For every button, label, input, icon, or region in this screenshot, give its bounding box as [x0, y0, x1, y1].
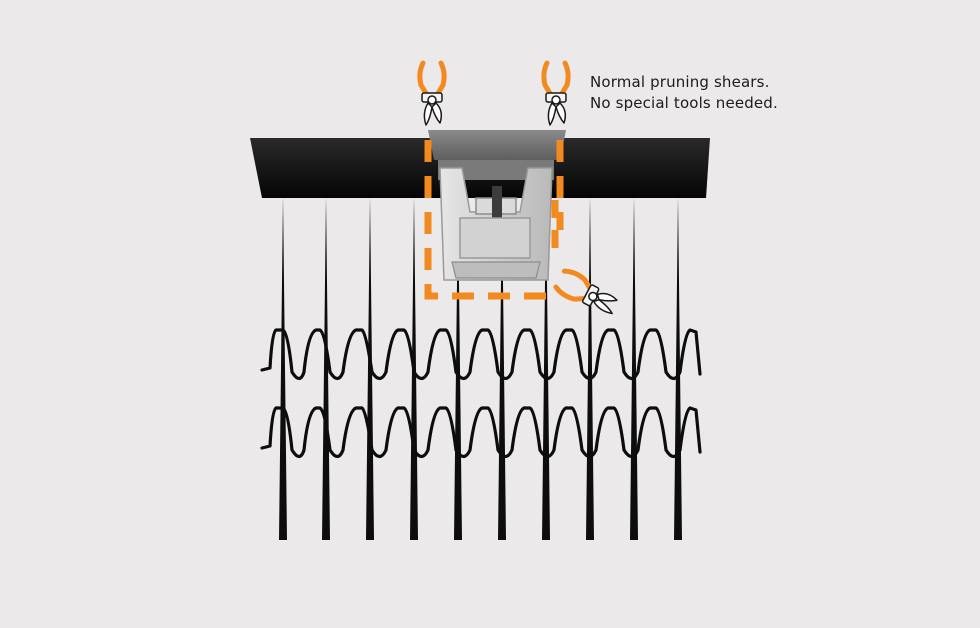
aluminium-clip: [428, 130, 566, 281]
caption: Normal pruning shears. No special tools …: [590, 72, 970, 114]
pruning-shears-icon: [420, 63, 444, 125]
pruning-shears-icon: [544, 63, 568, 125]
cut-line-dashed: [424, 140, 564, 300]
caption-line-2: No special tools needed.: [590, 94, 778, 112]
pruning-shears-icon: [555, 268, 621, 319]
caption-line-1: Normal pruning shears.: [590, 73, 770, 91]
